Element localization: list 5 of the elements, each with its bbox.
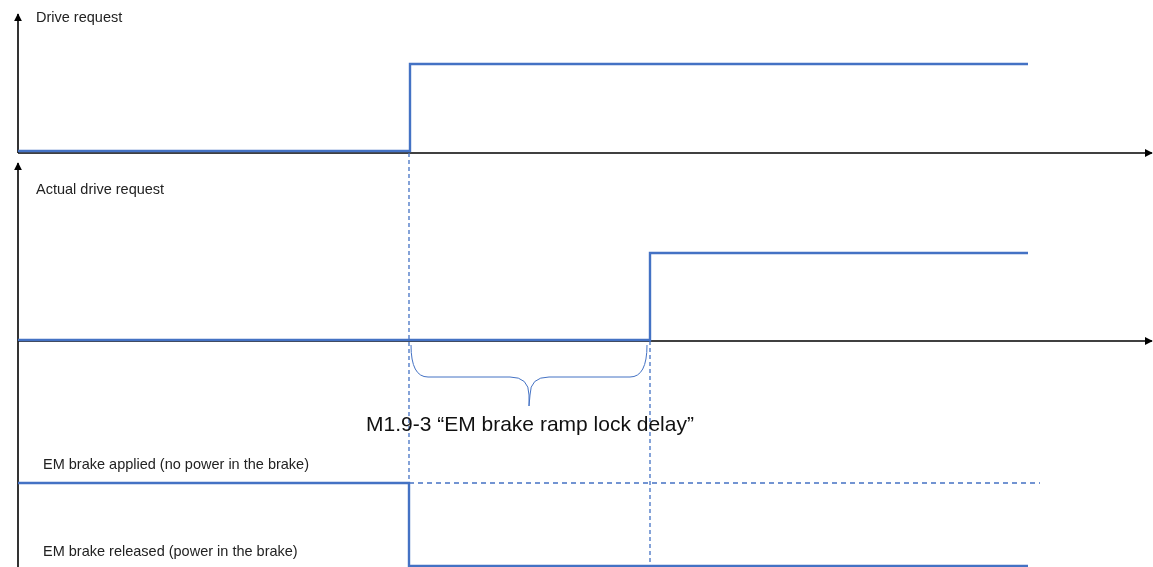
- signal-label: Actual drive request: [36, 181, 165, 199]
- signal-label: Drive request: [36, 9, 123, 27]
- signal-label: EM brake applied (no power in the brake): [43, 456, 309, 474]
- annotation-text: M1.9-3 “EM brake ramp lock delay”: [366, 411, 694, 437]
- signal-label: EM brake released (power in the brake): [43, 543, 298, 561]
